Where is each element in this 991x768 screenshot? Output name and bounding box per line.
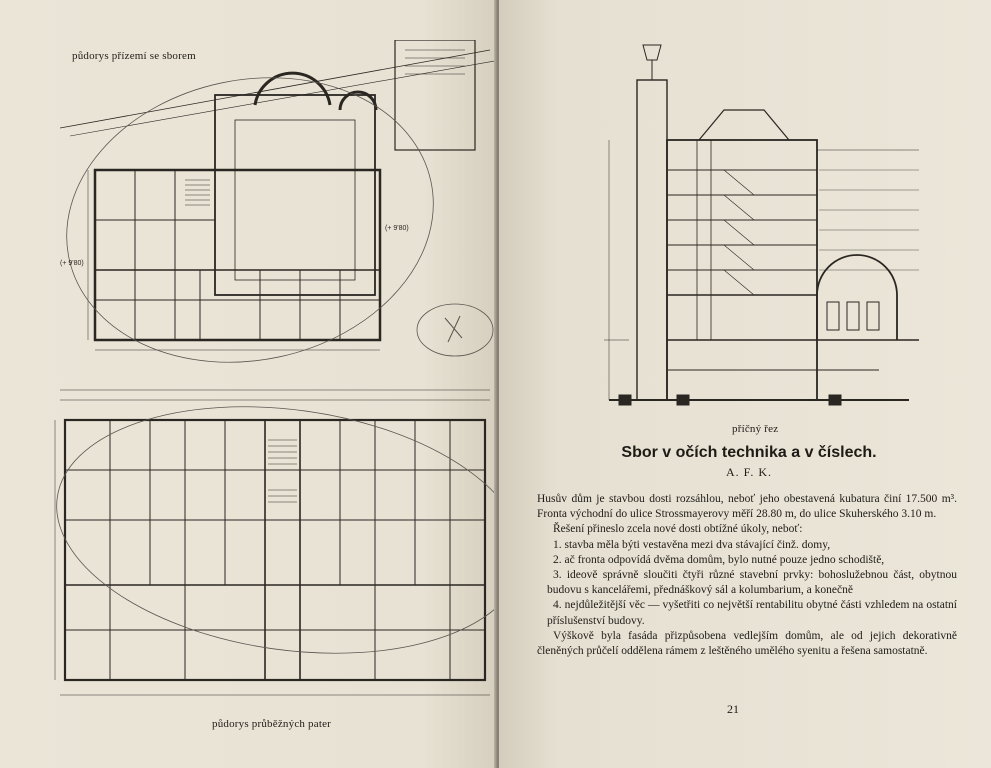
ground-floor-plan-drawing: (+ 9'80) (+ 9'80) [60, 40, 497, 363]
list-item: 4. nejdůležitější věc — vyšetřiti co nej… [547, 599, 957, 627]
book-gutter [494, 0, 502, 768]
article-author: A. F. K. [725, 465, 773, 479]
paragraph-3: Výškově byla fasáda přizpůsobena vedlejš… [537, 629, 957, 658]
page-number: 21 [727, 702, 739, 716]
paragraph-2: Řešení přineslo zcela nové dosti obtížné… [553, 523, 803, 536]
level-mark-right: (+ 9'80) [385, 225, 409, 232]
caption-cross-section: příčný řez [732, 423, 779, 435]
list-item: 2. ač fronta odpovídá dvěma domům, bylo … [553, 553, 885, 566]
caption-ground-floor-plan: půdorys přízemí se sborem [72, 50, 196, 62]
list-item: 3. ideově správně sloučiti čtyři různé s… [547, 569, 957, 597]
left-page: půdorys přízemí se sborem [0, 0, 497, 768]
caption-typical-floor-plan: půdorys průběžných pater [212, 718, 332, 730]
list-item: 1. stavba měla býti vestavěna mezi dva s… [553, 538, 831, 551]
cross-section-drawing [604, 44, 919, 406]
typical-floor-plan-drawing [54, 389, 497, 696]
article-body: Husův dům je stavbou dosti rozsáhlou, ne… [537, 492, 957, 659]
paragraph-1: Husův dům je stavbou dosti rozsáhlou, ne… [537, 493, 957, 521]
level-mark-left: (+ 9'80) [60, 260, 84, 267]
right-page: příčný řez Sbor v očích technika a v čís… [499, 0, 991, 768]
article-title: Sbor v očích technika a v číslech. [621, 444, 877, 461]
